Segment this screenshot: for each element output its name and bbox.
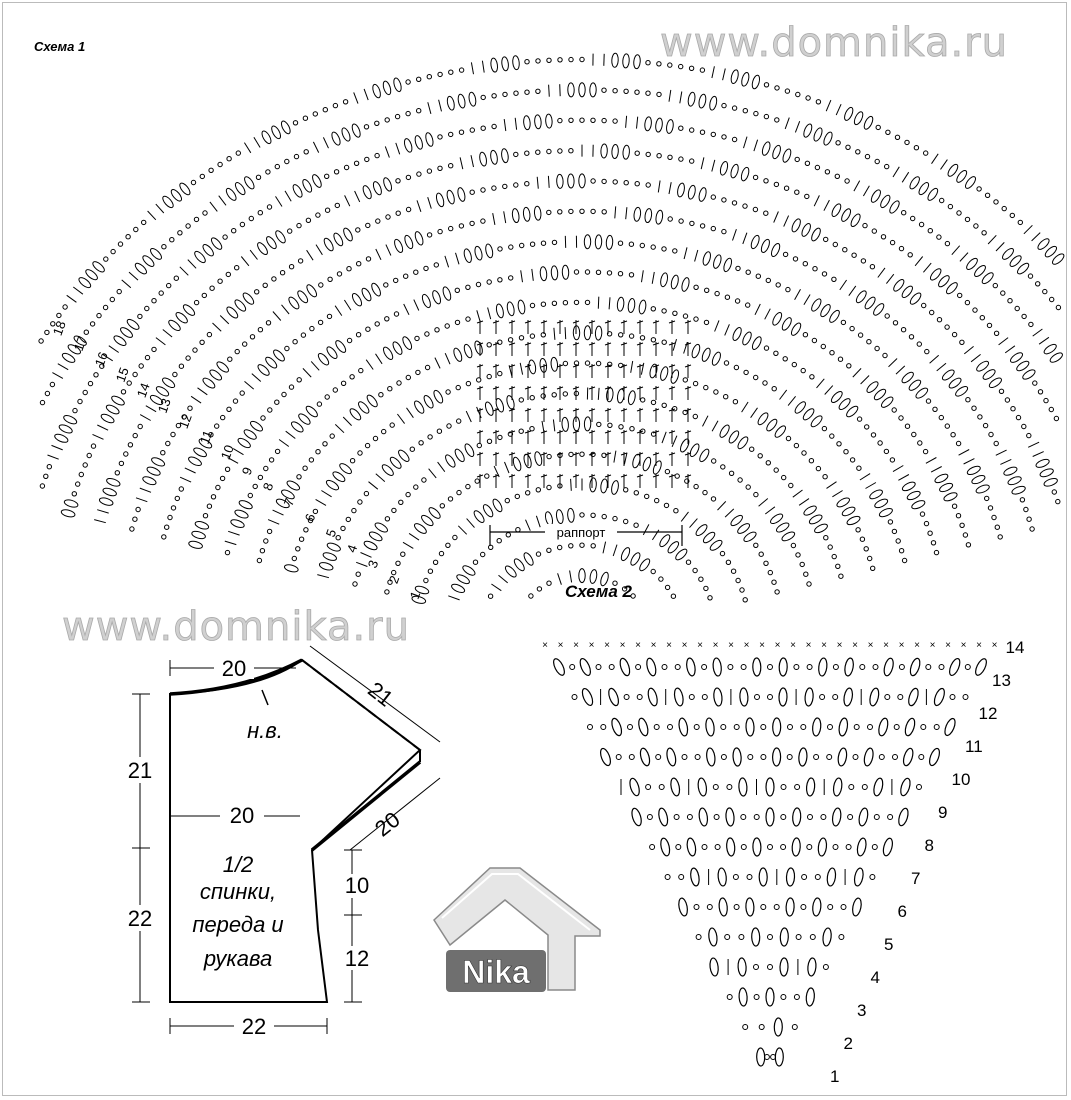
svg-text:×: × <box>589 640 595 651</box>
svg-text:×: × <box>682 640 688 651</box>
dim-upper-height: 21 <box>128 758 152 783</box>
dim-side-upper: 10 <box>345 873 369 898</box>
svg-text:×: × <box>868 640 874 651</box>
svg-text:×: × <box>558 640 564 651</box>
scheme1-row-label: 13 <box>155 396 174 415</box>
dim-shoulder: 21 <box>363 677 398 712</box>
svg-text:×: × <box>759 640 765 651</box>
nika-logo-text: Nika <box>462 954 530 990</box>
svg-text:×: × <box>604 640 610 651</box>
svg-text:×: × <box>744 640 750 651</box>
nika-logo: Nika <box>433 867 601 992</box>
svg-text:×: × <box>806 640 812 651</box>
scheme1-row-label: 15 <box>113 365 132 384</box>
piece-label-line1: 1/2 <box>223 852 254 877</box>
svg-text:×: × <box>620 640 626 651</box>
scheme1-row-label: 14 <box>134 381 153 400</box>
scheme2-row-label: 3 <box>857 1001 866 1020</box>
scheme1-fan-chart <box>38 52 1065 604</box>
scheme1-row-label: 8 <box>260 481 277 493</box>
svg-text:×: × <box>635 640 641 651</box>
scheme2-row-label: 14 <box>1006 638 1025 657</box>
scheme1-row-label: 10 <box>218 443 237 462</box>
shoulder-dashed-line <box>301 659 421 751</box>
scheme1-title: Схема 1 <box>34 39 85 54</box>
piece-label-line3: переда и <box>192 912 283 937</box>
rapport-label: раппорт <box>557 525 606 540</box>
svg-text:×: × <box>914 640 920 651</box>
rapport-bracket: раппорт <box>489 524 683 546</box>
neckline-label: н.в. <box>247 718 283 743</box>
svg-text:×: × <box>899 640 905 651</box>
scheme1-row-label: 16 <box>92 350 111 369</box>
svg-text:×: × <box>697 640 703 651</box>
svg-text:×: × <box>713 640 719 651</box>
svg-text:×: × <box>930 640 936 651</box>
svg-text:×: × <box>775 640 781 651</box>
scheme1-row-label: 5 <box>323 527 340 539</box>
scheme1-row-label: 1 <box>407 589 424 601</box>
svg-text:×: × <box>976 640 982 651</box>
scheme2-row-label: 9 <box>938 803 947 822</box>
svg-text:×: × <box>821 640 827 651</box>
dim-sleeve-edge: 20 <box>370 807 405 842</box>
scheme2-row-label: 8 <box>925 836 934 855</box>
scheme2-row-label: 7 <box>911 869 920 888</box>
scheme1-row-label: 11 <box>197 428 216 446</box>
scheme2-row-label: 5 <box>884 935 893 954</box>
scheme2-row-label: 12 <box>979 704 998 723</box>
scheme1-row-label: 9 <box>239 465 256 477</box>
piece-label-line4: рукава <box>203 946 272 971</box>
scheme2-row-label: 6 <box>898 902 907 921</box>
svg-text:×: × <box>883 640 889 651</box>
dim-lower-height: 22 <box>128 906 152 931</box>
scheme1-row-label: 18 <box>50 319 69 338</box>
scheme2-row-label: 13 <box>992 671 1011 690</box>
svg-text:×: × <box>961 640 967 651</box>
dim-bottom-width: 22 <box>242 1014 266 1039</box>
watermark-middle: www.domnika.ru <box>62 604 410 650</box>
scheme1-row-label: 7 <box>281 496 298 508</box>
scheme2-row-label: 4 <box>871 968 880 987</box>
svg-text:×: × <box>542 640 548 651</box>
dim-side-lower: 12 <box>345 946 369 971</box>
scheme2-title: Схема 2 <box>565 582 633 601</box>
scheme1-row-label: 3 <box>365 558 382 570</box>
svg-text:×: × <box>837 640 843 651</box>
svg-text:×: × <box>790 640 796 651</box>
svg-text:×: × <box>573 640 579 651</box>
scheme1-row-label: 4 <box>344 543 361 555</box>
scheme1-row-label: 17 <box>71 334 90 353</box>
svg-text:×: × <box>945 640 951 651</box>
scheme2-row-label: 10 <box>952 770 971 789</box>
svg-text:×: × <box>852 640 858 651</box>
scheme1-row-label: 6 <box>302 512 319 524</box>
dim-top-width: 20 <box>222 656 246 681</box>
svg-text:×: × <box>666 640 672 651</box>
svg-text:×: × <box>992 640 998 651</box>
scheme1-row-label: 12 <box>176 412 195 431</box>
scheme2-row-label: 2 <box>844 1034 853 1053</box>
svg-text:×: × <box>651 640 657 651</box>
piece-label-line2: спинки, <box>200 879 276 904</box>
garment-pattern: 20 21 21 20 20 22 10 12 22 н.в. 1/2 спин… <box>125 645 441 1039</box>
scheme2-row-label: 1 <box>830 1067 839 1086</box>
watermark-top: www.domnika.ru <box>660 20 1008 66</box>
dim-middle-width: 20 <box>230 803 254 828</box>
svg-text:×: × <box>728 640 734 651</box>
scheme1-row-label: 2 <box>386 574 403 586</box>
scheme2-triangle-chart: × × × × × × × × × × × × × × × × × × × × × × × × × × × × × × <box>542 640 998 1067</box>
scheme2-row-label: 11 <box>965 737 983 756</box>
